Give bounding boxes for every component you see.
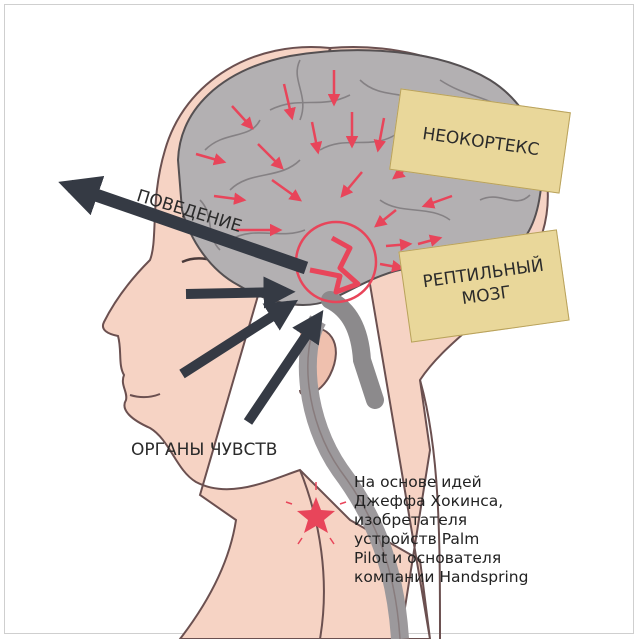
note-line: компании Handspring [354,568,528,587]
attribution-note: На основе идей Джеффа Хокинса, изобретат… [354,473,528,587]
note-line: Джеффа Хокинса, [354,492,528,511]
note-line: На основе идей [354,473,528,492]
note-line: устройств Palm [354,530,528,549]
senses-label: ОРГАНЫ ЧУВСТВ [131,440,277,460]
note-line: изобретателя [354,511,528,530]
note-line: Pilot и основателя [354,549,528,568]
neocortex-label: НЕОКОРТЕКС [402,120,560,163]
